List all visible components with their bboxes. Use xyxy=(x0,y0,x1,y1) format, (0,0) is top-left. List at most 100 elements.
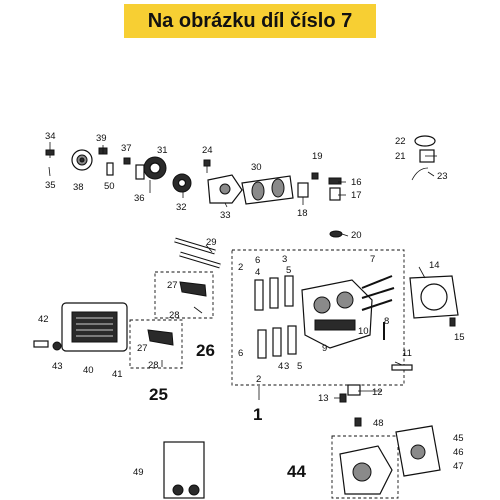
part-16-cap xyxy=(328,177,342,185)
label-3b: 3 xyxy=(284,361,289,372)
part-32-gear xyxy=(172,173,192,193)
part-18-sensor xyxy=(297,182,309,205)
group-1-outline xyxy=(231,249,405,386)
label-27b: 27 xyxy=(137,343,148,354)
label-24: 24 xyxy=(202,145,213,156)
part-45-46-47-bracket xyxy=(395,425,441,477)
part-44-cover xyxy=(339,445,393,495)
part-20-nut xyxy=(329,230,343,238)
label-36: 36 xyxy=(134,193,145,204)
label-4b: 4 xyxy=(278,361,283,372)
label-7: 7 xyxy=(370,254,375,265)
title-banner: Na obrázku díl číslo 7 xyxy=(124,4,376,38)
part-29-rocker-shafts xyxy=(174,237,221,269)
label-6b: 6 xyxy=(238,348,243,359)
part-22-gasket xyxy=(414,135,436,147)
label-40: 40 xyxy=(83,365,94,376)
label-18: 18 xyxy=(297,208,308,219)
label-22: 22 xyxy=(395,136,406,147)
label-39: 39 xyxy=(96,133,107,144)
part-13-screw xyxy=(339,393,347,403)
part-7-stud-bolts xyxy=(361,275,395,311)
part-37-pin xyxy=(123,157,131,165)
label-49: 49 xyxy=(133,467,144,478)
label-3a: 3 xyxy=(282,254,287,265)
part-12-fitting xyxy=(347,384,361,396)
label-38: 38 xyxy=(73,182,84,193)
label-25: 25 xyxy=(149,385,168,404)
label-41: 41 xyxy=(112,369,123,380)
label-44: 44 xyxy=(287,462,306,481)
part-42-bolt xyxy=(33,340,49,348)
label-31: 31 xyxy=(157,145,168,156)
group-26-outline xyxy=(154,271,214,319)
label-6a: 6 xyxy=(255,255,260,266)
group-25-outline xyxy=(129,319,183,369)
part-34-bolt xyxy=(45,142,55,158)
part-24-screw xyxy=(203,159,211,173)
part-48-screw xyxy=(354,417,362,427)
label-4a: 4 xyxy=(255,267,260,278)
label-23: 23 xyxy=(437,171,448,182)
label-11: 11 xyxy=(402,348,412,359)
label-46: 46 xyxy=(453,447,464,458)
label-28b: 28 xyxy=(148,360,159,371)
label-8: 8 xyxy=(384,316,389,327)
part-30-camshaft xyxy=(241,175,294,205)
label-35: 35 xyxy=(45,180,56,191)
label-34: 34 xyxy=(45,131,56,142)
label-5b: 5 xyxy=(297,361,302,372)
part-15-dowel xyxy=(449,317,456,327)
label-5a: 5 xyxy=(286,265,291,276)
label-2a: 2 xyxy=(238,262,243,273)
part-27-rocker-lower xyxy=(147,329,174,346)
part-9-cylinder-head xyxy=(301,279,373,349)
label-17: 17 xyxy=(351,190,362,201)
label-29: 29 xyxy=(206,237,217,248)
part-49-gasket xyxy=(163,441,205,499)
label-26: 26 xyxy=(196,341,215,360)
part-36-tensioner xyxy=(135,164,145,180)
part-17-plug xyxy=(329,187,341,201)
label-32: 32 xyxy=(176,202,187,213)
label-33: 33 xyxy=(220,210,231,221)
group-44-outline xyxy=(331,435,399,499)
part-50-screw xyxy=(106,162,114,176)
valve-springs-lower xyxy=(257,325,297,359)
part-27-rocker-upper xyxy=(179,281,207,297)
label-28a: 28 xyxy=(169,310,180,321)
label-43: 43 xyxy=(52,361,63,372)
label-48: 48 xyxy=(373,418,384,429)
label-12: 12 xyxy=(372,387,383,398)
label-2b: 2 xyxy=(256,374,261,385)
label-21: 21 xyxy=(395,151,406,162)
part-33-bracket xyxy=(207,174,243,204)
banner-text: Na obrázku díl číslo 7 xyxy=(147,10,353,32)
part-40-valve-cover xyxy=(61,302,128,352)
leader-lines xyxy=(48,155,437,400)
part-23-clip xyxy=(411,167,429,181)
part-39-bolt xyxy=(98,145,108,155)
label-9: 9 xyxy=(322,343,327,354)
label-30: 30 xyxy=(251,162,262,173)
label-20: 20 xyxy=(351,230,362,241)
label-14: 14 xyxy=(429,260,440,271)
part-38-pulley xyxy=(71,149,93,171)
label-27a: 27 xyxy=(167,280,178,291)
label-13: 13 xyxy=(318,393,329,404)
label-37: 37 xyxy=(121,143,132,154)
label-19: 19 xyxy=(312,151,323,162)
part-31-sprocket xyxy=(143,156,167,180)
part-43-washer xyxy=(52,341,62,351)
label-15: 15 xyxy=(454,332,465,343)
label-1: 1 xyxy=(253,405,262,424)
label-42: 42 xyxy=(38,314,49,325)
label-50: 50 xyxy=(104,181,115,192)
part-19-spring xyxy=(311,172,319,180)
label-45: 45 xyxy=(453,433,464,444)
valve-springs-upper xyxy=(254,275,294,311)
part-14-gasket xyxy=(409,275,459,319)
label-16: 16 xyxy=(351,177,362,188)
part-11-bolt xyxy=(391,364,413,371)
